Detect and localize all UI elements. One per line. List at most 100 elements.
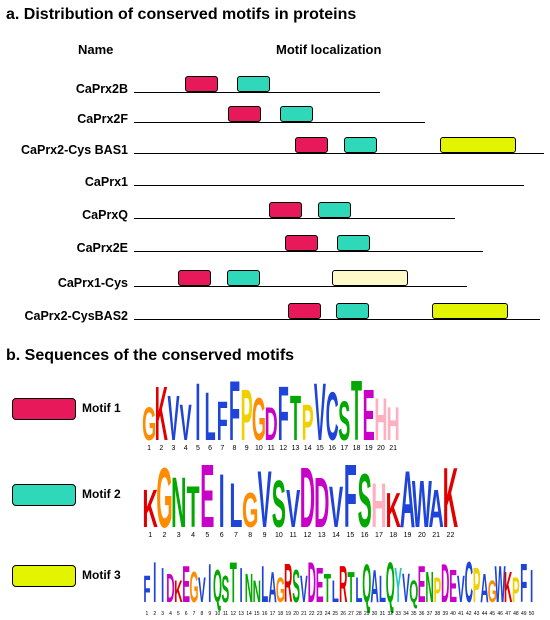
motif2-box	[280, 106, 313, 122]
logo-letter: T	[324, 567, 331, 612]
logo-letter: D	[308, 549, 316, 614]
logo-letter: V	[286, 478, 300, 539]
logo-position-label: 8	[200, 611, 203, 617]
logo-letter: G	[190, 562, 199, 611]
logo-letter: G	[242, 484, 258, 539]
logo-position-label: 10	[255, 445, 263, 452]
logo-letter: V	[402, 567, 410, 612]
logo-letter: F	[344, 446, 357, 546]
logo-position-label: 8	[233, 445, 237, 452]
logo-letter: L	[205, 378, 216, 455]
motif1-box	[228, 106, 261, 122]
logo-letter: A	[400, 456, 415, 545]
protein-name: CaPrx2E	[76, 241, 128, 255]
logo-position-label: 20	[377, 445, 385, 452]
logo-position-label: 45	[490, 611, 496, 617]
logo-letter: T	[230, 549, 237, 614]
logo-position-label: 27	[348, 611, 354, 617]
logo-position-label: 42	[466, 611, 472, 617]
logo-position-label: 41	[458, 611, 464, 617]
logo-letter: I	[161, 558, 164, 613]
logo-letter: I	[208, 554, 211, 615]
name-column-header: Name	[78, 42, 114, 57]
motif2-legend-box	[12, 484, 76, 506]
logo-position-label: 20	[293, 611, 299, 617]
logo-letter: E	[363, 375, 375, 456]
motif3-box	[432, 303, 508, 319]
logo-letter: N	[425, 562, 433, 611]
logo-position-label: 28	[356, 611, 362, 617]
logo-letter: V	[198, 572, 206, 610]
logo-position-label: 3	[177, 532, 181, 539]
logo-position-label: 18	[278, 611, 284, 617]
logo-letter: E	[200, 446, 214, 546]
logo-position-label: 7	[193, 611, 196, 617]
logo-position-label: 15	[316, 445, 324, 452]
motif2-box	[337, 235, 370, 251]
section-a-title: a. Distribution of conserved motifs in p…	[6, 6, 357, 23]
logo-letter: I	[240, 558, 243, 613]
logo-letter: V	[314, 368, 326, 458]
logo-letter: F	[143, 568, 150, 610]
logo-position-label: 22	[447, 532, 455, 539]
logo-letter: F	[229, 364, 240, 459]
logo-position-label: 17	[340, 445, 348, 452]
logo-letter: S	[272, 466, 286, 542]
logo-position-label: 2	[162, 532, 166, 539]
logo-letter: T	[351, 364, 362, 459]
motif2-legend-label: Motif 2	[82, 487, 121, 501]
protein-name: CaPrx1	[84, 175, 128, 189]
logo-letter: E	[418, 556, 426, 614]
protein-sequence-line	[134, 319, 540, 320]
logo-position-label: 11	[290, 532, 297, 539]
logo-letter: S	[292, 561, 300, 613]
logo-position-label: 2	[153, 611, 156, 617]
logo-position-label: 16	[361, 532, 369, 539]
protein-sequence-line	[134, 185, 524, 186]
logo-letter: F	[278, 370, 289, 457]
logo-position-label: 33	[395, 611, 401, 617]
logo-position-label: 12	[304, 532, 312, 539]
logo-letter: L	[261, 556, 268, 614]
logo-position-label: 40	[450, 611, 456, 617]
logo-letter: Q	[362, 554, 371, 615]
logo-letter: C	[465, 549, 473, 614]
motif2-box	[318, 202, 351, 218]
motif3-box	[440, 137, 516, 153]
logo-position-label: 22	[309, 611, 315, 617]
logo-letter: N	[171, 463, 186, 543]
logo-letter: N	[245, 567, 253, 612]
logo-position-label: 15	[346, 532, 354, 539]
logo-letter: G	[142, 398, 156, 451]
logo-position-label: 7	[234, 532, 238, 539]
logo-letter: A	[370, 561, 378, 613]
logo-letter: T	[187, 475, 200, 540]
logo-position-label: 24	[325, 611, 331, 617]
logo-letter: Q	[386, 549, 395, 614]
logo-letter: H	[371, 471, 386, 541]
motif2-box	[237, 76, 270, 92]
logo-letter: P	[241, 375, 253, 456]
logo-letter: W	[412, 466, 432, 542]
logo-letter: V	[457, 568, 465, 610]
logo-position-label: 23	[317, 611, 323, 617]
logo-position-label: 19	[365, 445, 373, 452]
logo-position-label: 1	[146, 611, 149, 617]
logo-letter: Q	[409, 574, 418, 610]
unlabeled-motif-box	[332, 270, 408, 286]
protein-name: CaPrx1-Cys	[57, 276, 128, 290]
logo-position-label: 1	[148, 532, 152, 539]
logo-position-label: 26	[340, 611, 346, 617]
logo-letter: K	[155, 370, 168, 457]
logo-letter: P	[512, 572, 520, 610]
motif1-box	[269, 202, 302, 218]
logo-letter: G	[488, 574, 497, 610]
logo-position-label: 6	[208, 445, 212, 452]
logo-position-label: 49	[521, 611, 527, 617]
protein-sequence-line	[134, 286, 467, 287]
logo-letter: C	[326, 378, 339, 455]
logo-position-label: 14	[246, 611, 252, 617]
logo-position-label: 20	[418, 532, 426, 539]
logo-letter: S	[358, 458, 372, 544]
protein-name: CaPrx2-CysBAS2	[24, 309, 128, 323]
